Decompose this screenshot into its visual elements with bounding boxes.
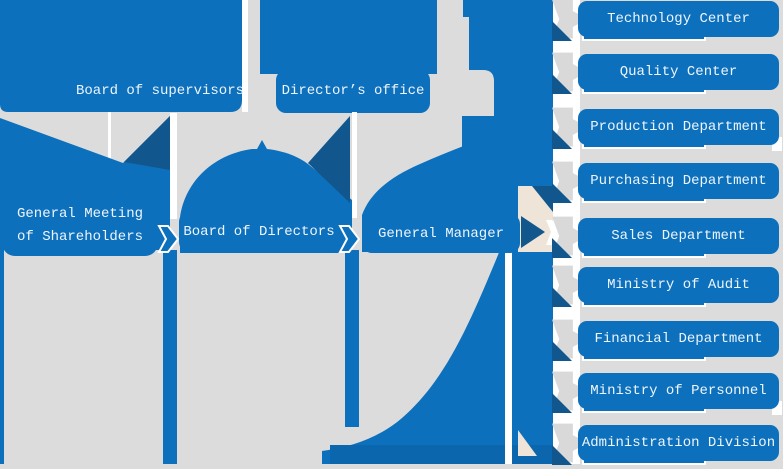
card-frame-right	[345, 250, 359, 427]
department-box: Financial Department	[578, 321, 779, 357]
department-box: Quality Center	[578, 54, 779, 90]
department-box: Production Department	[578, 109, 779, 145]
node-directors-office: Director’s office	[281, 83, 425, 99]
ribbon-end-tab	[772, 137, 782, 151]
seam-mid-funnel	[352, 112, 357, 218]
department-row: Technology Center	[550, 0, 783, 45]
general-meeting-line2: of Shareholders	[16, 229, 144, 245]
directors-office-box	[276, 70, 430, 113]
junction-shadow-upper	[532, 186, 553, 212]
department-row: Production Department	[550, 103, 783, 153]
bottom-cream-notch	[518, 430, 537, 456]
node-board-of-directors: Board of Directors	[179, 211, 339, 253]
junction-arrow-right	[521, 216, 545, 248]
bottom-band-left	[330, 445, 505, 464]
seam-trunk-bottom	[505, 240, 512, 464]
department-row: Administration Division	[550, 419, 783, 469]
seam-top-panels	[242, 0, 248, 112]
department-box: Technology Center	[578, 1, 779, 37]
trunk-notch-top	[430, 0, 463, 19]
department-row: Sales Department	[550, 212, 783, 262]
department-box: Sales Department	[578, 218, 779, 254]
seam-shareholders-directors	[170, 113, 177, 219]
card-frame-left	[0, 250, 4, 464]
department-box: Administration Division	[578, 425, 779, 461]
department-box: Purchasing Department	[578, 163, 779, 199]
seam-left-funnel	[108, 112, 111, 164]
funnel-directors-shadow	[308, 116, 350, 203]
funnel-shareholders-shadow	[124, 116, 170, 170]
card-frame-mid	[163, 250, 177, 464]
general-meeting-line1: General Meeting	[16, 206, 144, 222]
supervisors-panel	[0, 0, 242, 112]
department-box: Ministry of Audit	[578, 267, 779, 303]
department-row: Quality Center	[550, 48, 783, 98]
department-box: Ministry of Personnel	[578, 373, 779, 409]
junction-chevron	[546, 220, 561, 245]
directors-office-panel	[260, 0, 437, 74]
node-general-manager: General Manager	[362, 214, 520, 253]
department-row: Ministry of Audit	[550, 261, 783, 311]
trunk-notch-low	[428, 70, 494, 116]
department-row: Ministry of Personnel	[550, 367, 783, 417]
node-board-of-supervisors: Board of supervisors	[75, 83, 245, 99]
department-row: Purchasing Department	[550, 157, 783, 207]
ribbon-end-tab	[772, 401, 782, 415]
department-row: Financial Department	[550, 315, 783, 365]
node-general-meeting-of-shareholders: General Meeting of Shareholders	[2, 196, 158, 256]
manager-sweep-wedge	[322, 238, 505, 464]
